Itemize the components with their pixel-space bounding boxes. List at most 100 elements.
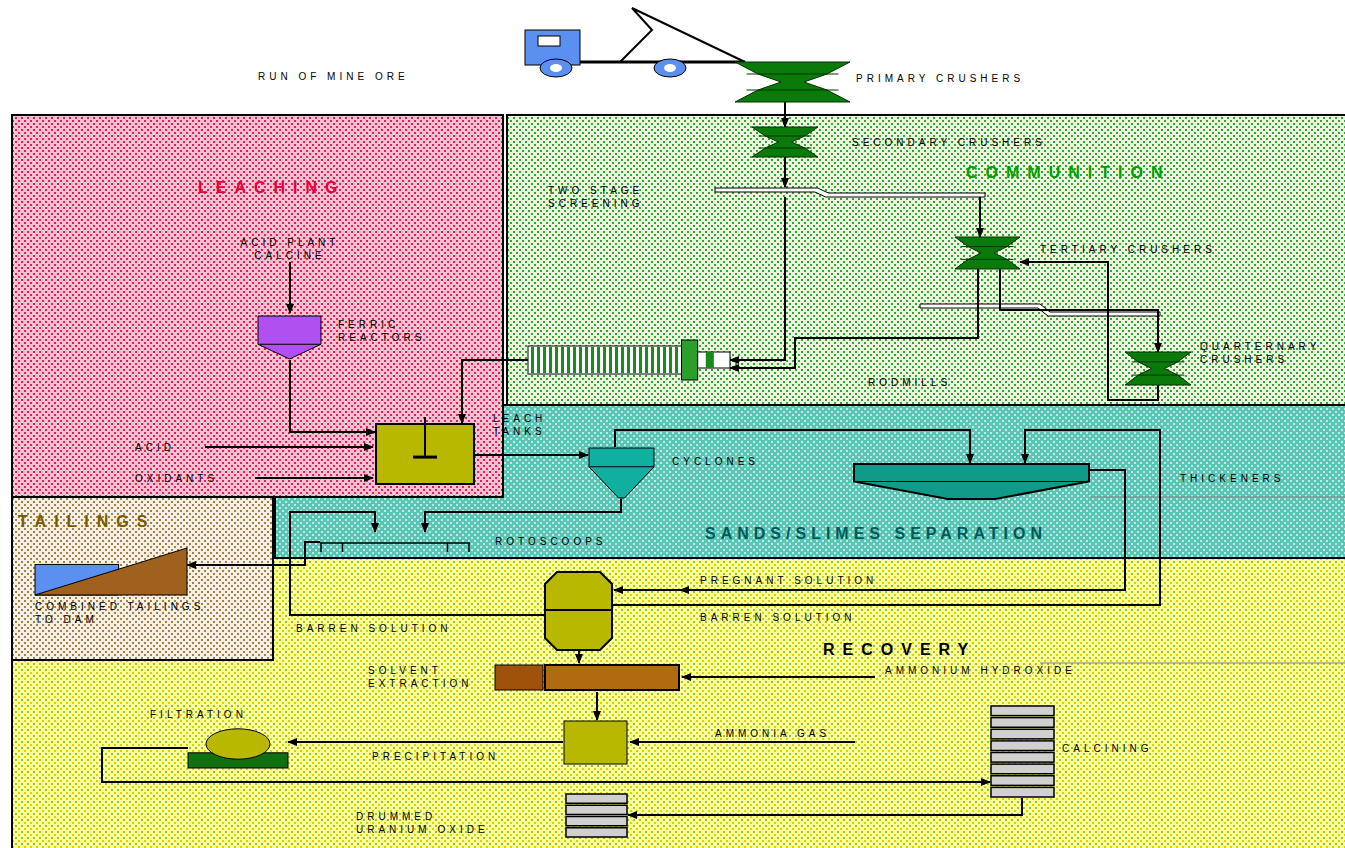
rodmill-trunnion [698,352,730,368]
equipment-label: TERTIARY CRUSHERS [1040,243,1260,256]
region-heading: LEACHING [198,178,478,198]
shape-part [579,347,582,373]
equipment-node: COMBINED TAILINGS TO DAM [35,548,187,595]
stack-tier [991,718,1054,728]
drawing-rect [12,497,273,660]
flow-connector [979,197,981,237]
region-band: SANDS/SLIMES SEPARATIONCYCLONESTHICKENER… [275,405,1345,558]
shape-part [633,347,636,373]
flow-connector [475,454,588,456]
stack-tier [991,764,1054,774]
equipment-node: CALCINING [990,705,1055,798]
drawing-rect [507,115,1345,405]
shape-part [759,136,812,137]
region-heading: TAILINGS [18,512,268,532]
equipment-symbol [715,187,985,197]
flow-connector [425,499,621,532]
drawing-line [255,477,373,479]
shape-part [615,347,618,373]
equipment-symbol [955,237,1020,269]
thickener-body [854,464,1089,499]
shape-part [669,347,672,373]
dam-wall [35,548,187,595]
drawing-line [682,676,875,678]
shape-part [549,347,552,373]
feed-label: RUN OF MINE ORE [258,70,478,83]
equipment-label: THICKENERS [1180,472,1340,485]
equipment-symbol [563,720,628,765]
flow-connector [784,102,786,127]
flow-connector [784,157,786,187]
equipment-symbol [735,62,850,102]
equipment-node: CYCLONES [588,447,655,499]
shape-part [759,148,812,149]
region-heading: COMMUNITION [966,163,1296,183]
equipment-node: SECONDARY CRUSHERS [752,127,818,157]
stack-tier [566,805,627,814]
shape-part [1132,361,1185,362]
shape-part [447,543,449,552]
rodmill-flange [682,340,698,380]
shape-part [657,347,660,373]
equipment-symbol [565,793,628,838]
shape-part [627,347,630,373]
drawing-rect [12,115,503,497]
flow-connector [1000,269,1158,352]
equipment-label: SECONDARY CRUSHERS [852,136,1072,149]
drawing-polygon [620,8,745,62]
equipment-label: PRIMARY CRUSHERS [856,72,1076,85]
drawing-ellipse [654,59,686,77]
shape-part [597,347,600,373]
crusher-symbol [735,62,850,102]
equipment-label: CALCINING [1062,742,1212,755]
drawing-rect [538,36,560,46]
equipment-label: RODMILLS [868,376,1018,389]
shape-part [706,352,714,368]
shape-part [537,347,540,373]
equipment-symbol [375,423,475,485]
outlet-pipe [612,604,680,606]
stack-tier [991,753,1054,763]
crusher-symbol [1125,352,1191,385]
stack-tier [566,794,627,803]
shape-part [962,246,1014,247]
equipment-label: QUARTERNARY CRUSHERS [1200,340,1340,366]
drawing-line [630,741,855,743]
stack-tier [991,729,1054,739]
equipment-symbol [990,705,1055,798]
equipment-node: QUARTERNARY CRUSHERS [1125,352,1191,385]
region-band: LEACHINGFERRIC REACTORSLEACH TANKS [12,115,503,497]
equipment-symbol [752,127,818,157]
equipment-label: SOLVENT EXTRACTION [368,664,488,690]
stack-tier [566,828,627,837]
flow-label: PREGNANT SOLUTION [700,574,1000,587]
equipment-symbol [528,340,730,380]
flow-connector [730,197,785,360]
flow-connector [596,692,598,720]
equipment-symbol [853,463,1090,500]
shape-part [567,347,570,373]
flow-connector [290,360,375,432]
shape-part [545,609,612,611]
shape-part [589,466,654,467]
equipment-symbol [188,728,288,768]
equipment-label: FERRIC REACTORS [338,318,448,344]
shape-part [651,347,654,373]
shape-part [854,481,1089,482]
rodmill-shell [528,346,682,374]
drawing-line [1090,497,1345,498]
shape-part [543,347,546,373]
feed-arrows [205,262,875,742]
equipment-symbol [35,548,187,595]
equipment-node: DRUMMED URANIUM OXIDE [565,793,628,838]
dump-truck [525,8,745,77]
flow-connector [615,430,970,463]
flow-connector [730,269,978,368]
region-heading: RECOVERY [823,640,1123,660]
shape-part [413,456,437,459]
feed-label: ACID [135,441,215,454]
shape-part [747,90,839,91]
equipment-label: ROTOSCOOPS [495,535,645,548]
shape-part [573,347,576,373]
